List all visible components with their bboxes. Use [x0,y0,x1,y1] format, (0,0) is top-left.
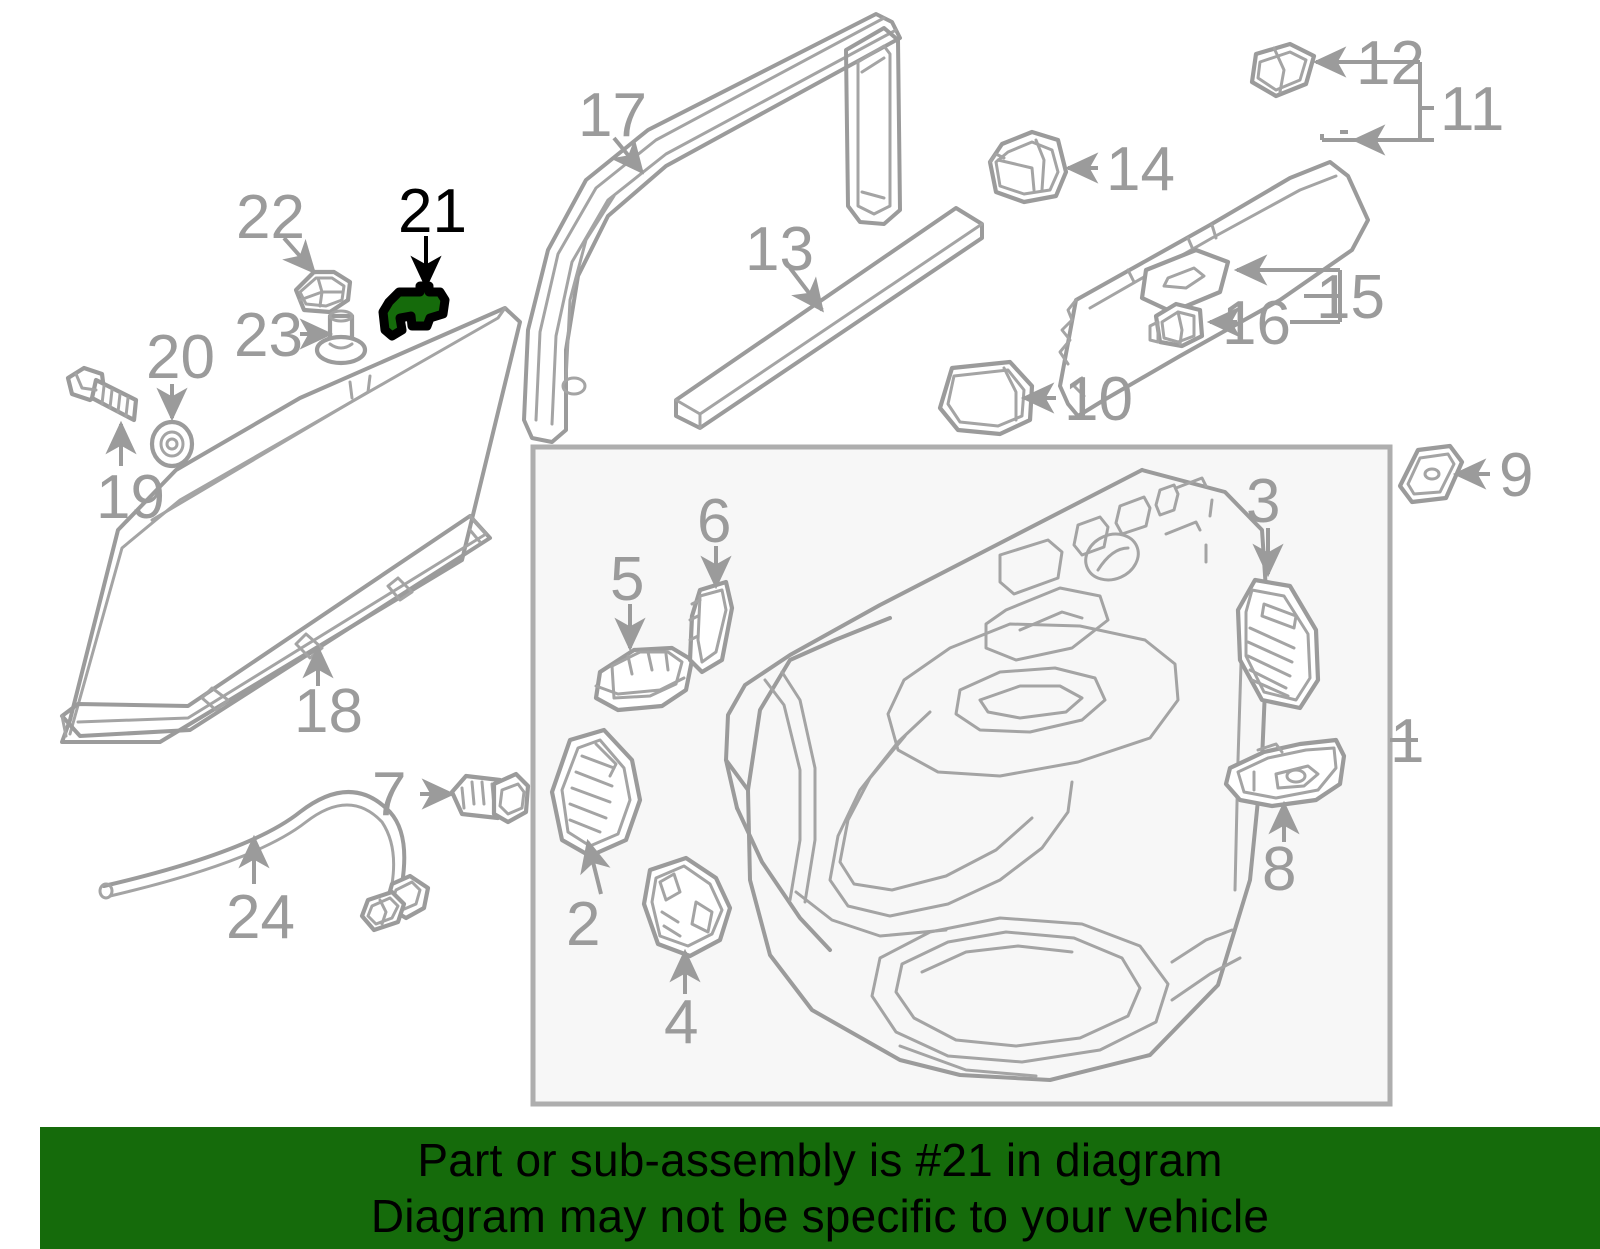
part-8-inside-door-handle [1223,737,1347,809]
callout-number-5: 5 [610,545,644,614]
window-glass-assembly [60,306,522,744]
callout-number-7: 7 [372,760,406,829]
callout-number-9: 9 [1499,441,1533,510]
callout-number-10: 10 [1064,365,1133,434]
part-20-grommet-washer [149,419,195,469]
leader-lines [105,46,1490,994]
part-3-switch-bezel-right [1235,577,1321,711]
part-7-hex-flange-bolt [449,771,531,825]
callout-number-17: 17 [578,81,647,150]
part-23-push-pin-rivet [314,309,368,366]
callout-number-18: 18 [294,677,363,746]
notice-banner-line-2: Diagram may not be specific to your vehi… [370,1190,1270,1242]
part-21-window-glass-bracket-highlighted [378,281,450,341]
leader-11-bracket [1418,106,1434,142]
callout-number-11: 11 [1440,75,1504,144]
callout-number-4: 4 [664,988,698,1057]
callout-number-22: 22 [236,183,305,252]
part-14-corner-bracket-block [987,129,1069,205]
callout-number-13: 13 [745,215,814,284]
part-22-guide-block [293,269,353,315]
callout-number-1: 1 [1390,707,1424,776]
leader-22 [282,236,317,275]
part-10-trim-end-cap [937,359,1035,437]
callout-number-16: 16 [1222,289,1291,358]
callout-number-23: 23 [234,301,303,370]
part-5-retainer-block [593,645,695,713]
callout-number-2: 2 [566,890,600,959]
leader-2 [580,838,611,895]
leader-17 [610,136,645,175]
part-4-lower-clip-bracket [641,855,733,959]
callout-number-21: 21 [398,177,467,246]
part-13-belt-weatherstrip-molding [674,206,984,430]
callout-number-20: 20 [146,323,215,392]
part-17-window-run-channel [522,12,902,444]
callout-number-6: 6 [697,487,731,556]
part-9-small-cover-cap [1397,443,1465,505]
part-2-switch-bezel-left [549,727,643,859]
part-19-mounting-bolt [65,365,139,423]
callout-number-3: 3 [1246,467,1280,536]
part-15-clip-set [1139,247,1231,315]
part-16-retainer-clip [1148,301,1205,349]
notice-banner-line-1: Part or sub-assembly is #21 in diagram [417,1134,1223,1186]
callout-number-8: 8 [1262,835,1296,904]
callout-number-14: 14 [1106,135,1175,204]
part-24-wiring-harness-cable [98,790,431,933]
callout-number-19: 19 [96,463,165,532]
callout-number-12: 12 [1356,29,1425,98]
callout-number-24: 24 [226,883,295,952]
leader-13 [788,266,824,313]
part-12-applique-end-piece [1249,41,1317,99]
notice-banner: Part or sub-assembly is #21 in diagram D… [40,1127,1600,1249]
callout-number-15: 15 [1316,263,1385,332]
